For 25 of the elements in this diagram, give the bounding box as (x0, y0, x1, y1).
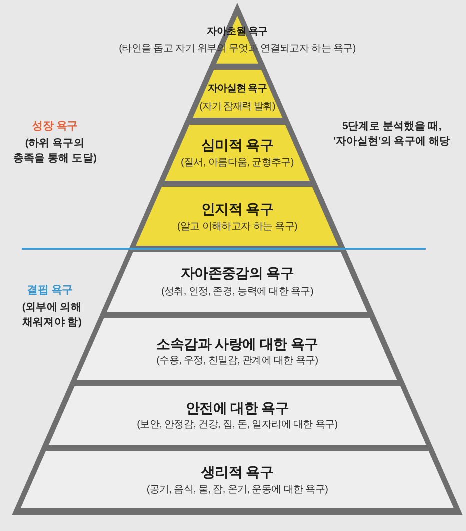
level-description: (알고 이해하고자 하는 욕구) (177, 221, 298, 233)
level-title: 인지적 욕구 (201, 200, 274, 218)
level-title: 생리적 욕구 (201, 464, 274, 480)
pyramid-level (21, 451, 454, 508)
level-title: 소속감과 사랑에 대한 욕구 (156, 336, 318, 352)
level-description: (수용, 우정, 친밀감, 관계에 대한 욕구) (156, 355, 318, 367)
level-description: (성취, 인정, 존경, 능력에 대한 욕구) (161, 286, 314, 298)
level-description: (질서, 아름다움, 균형추구) (181, 157, 294, 169)
pyramid-level (48, 386, 426, 445)
level-description: (보안, 안정감, 건강, 집, 돈, 일자리에 대한 욕구) (137, 419, 338, 431)
level-title: 심미적 욕구 (201, 136, 274, 154)
level-description: (공기, 음식, 물, 잠, 온기, 운동에 대한 욕구) (146, 484, 328, 496)
category-note: (외부에 의해 채워져야 함) (21, 300, 83, 330)
level-title: 자아실현 욕구 (208, 83, 267, 95)
pyramid-level (136, 187, 339, 246)
annotation-text: 5단계로 분석했을 때, '자아실현'의 욕구에 해당 (332, 119, 452, 149)
category-note: (하위 욕구의 충족을 통해 도달) (12, 136, 98, 166)
pyramid-level (164, 125, 310, 181)
pyramid-level (107, 252, 368, 312)
level-description: (자기 잠재력 발휘) (200, 101, 276, 113)
category-label: 성장 욕구 (31, 119, 79, 134)
category-label: 결핍 욕구 (26, 283, 74, 298)
level-title: 안전에 대한 욕구 (186, 400, 290, 416)
pyramid-level (192, 70, 282, 118)
level-title: 자아존중감의 욕구 (180, 264, 294, 282)
